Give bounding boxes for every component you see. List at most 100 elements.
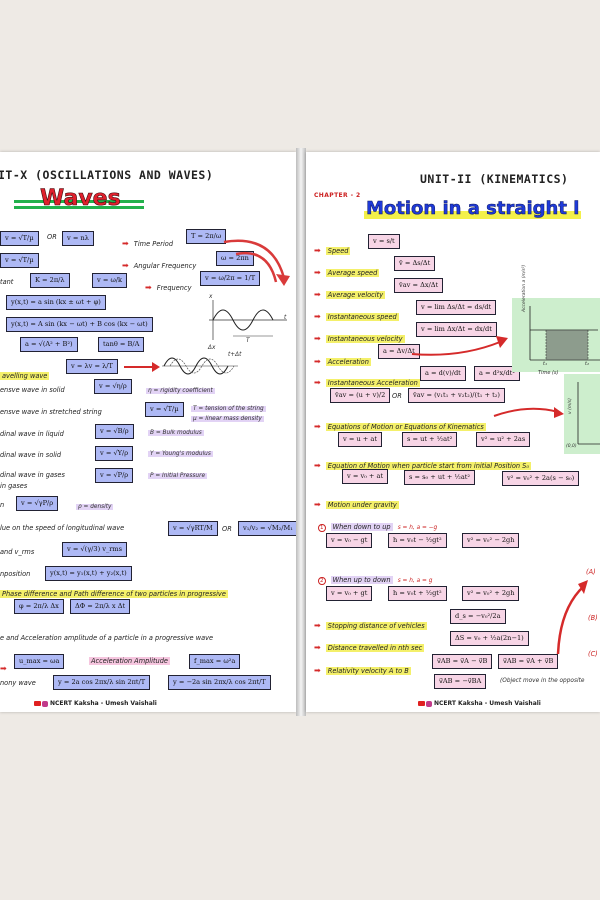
- general-wave-equation-box: y(x,t) = A sin (kx − ωt) + B cos (kx − ω…: [6, 317, 153, 332]
- travelling-wave-box: v = λv = λ/T: [66, 359, 118, 374]
- speed-box: v = s/t: [368, 234, 400, 249]
- up-to-down-sub: s = h, a = g: [397, 578, 433, 584]
- left-page: IT-X (OSCILLATIONS AND WAVES) Waves v = …: [0, 152, 296, 712]
- amplitude-box: a = √(A² + B²): [20, 337, 78, 352]
- bulk-modulus-note: B = Bulk modulus: [148, 430, 204, 436]
- acceleration-amplitude-label: Acceleration Amplitude: [89, 657, 170, 665]
- instantaneous-speed-label: Instantaneous speed: [325, 313, 399, 321]
- up-box-1: v = v₀ + gt: [326, 586, 373, 601]
- eq-motion-box-2: s = ut + ½at²: [402, 432, 458, 447]
- graph-x-label: x: [209, 294, 213, 300]
- mark-a: (A): [586, 568, 596, 576]
- arrow-icon: ➡: [314, 461, 321, 470]
- string-box: v = √T/µ: [145, 402, 184, 417]
- graph1-t1-label: t₁: [543, 361, 547, 367]
- tension-note: T = tension of the string: [191, 406, 266, 412]
- gas-box: v = √P/ρ: [95, 468, 134, 483]
- relative-velocity-label: Relativity velocity A to B: [325, 667, 411, 675]
- solid-transverse-box: v = √η/ρ: [94, 379, 132, 394]
- instantaneous-velocity-box: v = lim Δx/Δt = dx/dt: [416, 322, 497, 337]
- rms-box: v = √(γ/3) v_rms: [62, 542, 128, 557]
- arrow-icon: ➡: [314, 422, 321, 431]
- arrow-icon: ➡: [314, 666, 321, 675]
- stopping-distance-row: ➡ Stopping distance of vehicles: [314, 613, 427, 632]
- nth-second-row: ➡ Distance travelled in nth sec: [314, 635, 425, 654]
- arrow-icon: ➡: [314, 357, 321, 366]
- up-to-down-row: 2 When up to down s = h, a = g: [318, 567, 432, 586]
- average-speed-label: Average speed: [325, 269, 380, 277]
- right-unit-header: UNIT-II (KINEMATICS): [420, 172, 569, 186]
- arrow-icon: ➡: [314, 290, 321, 299]
- book-spine: [296, 148, 306, 716]
- circle-number-1: 1: [318, 524, 326, 532]
- mark-b: (B): [588, 614, 598, 622]
- curved-arrow-icon: [223, 239, 290, 286]
- liquid-label: dinal wave in liquid: [0, 430, 64, 438]
- or-text-3: OR: [392, 392, 402, 400]
- red-arrow-icon: [411, 336, 508, 356]
- equations-of-motion-row: ➡ Equations of Motion or Equations of Ki…: [314, 414, 486, 433]
- nth-second-label: Distance travelled in nth sec: [325, 644, 425, 652]
- initial-position-row: ➡ Equation of Motion when particle start…: [314, 453, 531, 472]
- linear-density-note: µ = linear mass density: [191, 416, 264, 422]
- right-page-title: Motion in a straight l: [364, 198, 582, 219]
- down-box-3: v² = v₀² − 2gh: [462, 533, 520, 548]
- graph2-origin-label: (0,0): [566, 444, 577, 449]
- right-page: UNIT-II (KINEMATICS) CHAPTER - 2 Motion …: [306, 152, 600, 712]
- speed-label: Speed: [325, 247, 351, 255]
- circle-number-2: 2: [318, 577, 326, 585]
- up-box-2: h = v₀t + ½gt²: [388, 586, 447, 601]
- wave-constant-label: tant: [0, 278, 14, 286]
- frequency-box: v = ω/2π = 1/T: [200, 271, 261, 286]
- initial-position-box-1: v = v₀ + at: [342, 469, 389, 484]
- laplace-box: v = √γP/ρ: [16, 496, 59, 511]
- right-footer: NCERT Kaksha - Umesh Vaishali: [418, 700, 541, 707]
- down-to-up-label: When down to up: [330, 523, 393, 531]
- arrow-icon: ➡: [314, 500, 321, 509]
- down-to-up-sub: s = h, a = −g: [397, 525, 438, 531]
- gravity-label: Motion under gravity: [325, 501, 399, 509]
- acceleration-time-graph: Acceleration a (m/s²) t₁ t₂: [512, 265, 600, 372]
- temperature-label: lue on the speed of longitudinal wave: [0, 524, 125, 532]
- speed-row: ➡ Speed: [314, 238, 351, 257]
- graph-period-label: T: [246, 338, 250, 344]
- velocity-time-graph: v (m/s) (0,0): [564, 374, 600, 454]
- harmonic-box-2: y = −2a sin 2πx/λ cos 2πt/T: [168, 675, 271, 690]
- arrow-icon: ➡: [314, 334, 321, 343]
- fmax-box: f_max = ω²a: [189, 654, 241, 669]
- time-period-label: Time Period: [133, 240, 174, 248]
- arrow-icon: ➡: [0, 664, 7, 673]
- initial-position-box-3: v² = v₀² + 2a(s − s₀): [502, 471, 580, 486]
- left-title-underline-2: [14, 206, 144, 209]
- or-text-1: OR: [47, 233, 57, 241]
- mark-c: (C): [588, 650, 598, 658]
- average-velocity-formula-1: v̄av = (u + v)/2: [330, 388, 391, 403]
- graph1-t2-label: t₂: [585, 361, 589, 367]
- travelling-wave-graph: [162, 357, 238, 375]
- left-page-title: Waves: [40, 186, 121, 212]
- sine-wave-graph: [209, 300, 287, 340]
- average-speed-row: ➡ Average speed: [314, 260, 380, 279]
- footer-text: NCERT Kaksha - Umesh Vaishali: [50, 700, 157, 707]
- instantaneous-acceleration-row: ➡ Instantaneous Acceleration: [314, 370, 420, 389]
- acceleration-box: a = Δv/Δt: [378, 344, 420, 359]
- instantaneous-acceleration-box-1: a = d(v)/dt: [420, 366, 466, 381]
- average-velocity-formula-2: v̄av = (v₁t₁ + v₂t₂)/(t₁ + t₂): [408, 388, 505, 403]
- arrow-icon: ➡: [314, 268, 321, 277]
- wave-number-box: K = 2π/λ: [30, 273, 70, 288]
- initial-position-box-2: s = s₀ + ut + ½at²: [404, 470, 476, 485]
- eq-motion-box-1: v = u + at: [338, 432, 382, 447]
- harmonic-box-1: y = 2a cos 2πx/λ sin 2πt/T: [53, 675, 151, 690]
- relative-velocity-row: ➡ Relativity velocity A to B: [314, 658, 411, 677]
- solid-transverse-label: ensve wave in solid: [0, 386, 65, 394]
- instagram-icon: [426, 700, 432, 707]
- frequency-label: Frequency: [156, 284, 192, 292]
- red-arrow-icon: [493, 407, 564, 418]
- arrow-icon: ➡: [314, 621, 321, 630]
- rms-label: and v_rms: [0, 548, 35, 556]
- newton-label: n: [0, 501, 5, 509]
- left-footer: NCERT Kaksha - Umesh Vaishali: [34, 700, 157, 707]
- superposition-label: nposition: [0, 570, 31, 578]
- superposition-box: y(x,t) = y₁(x,t) + y₂(x,t): [45, 566, 132, 581]
- graph-t-label: t: [284, 315, 287, 321]
